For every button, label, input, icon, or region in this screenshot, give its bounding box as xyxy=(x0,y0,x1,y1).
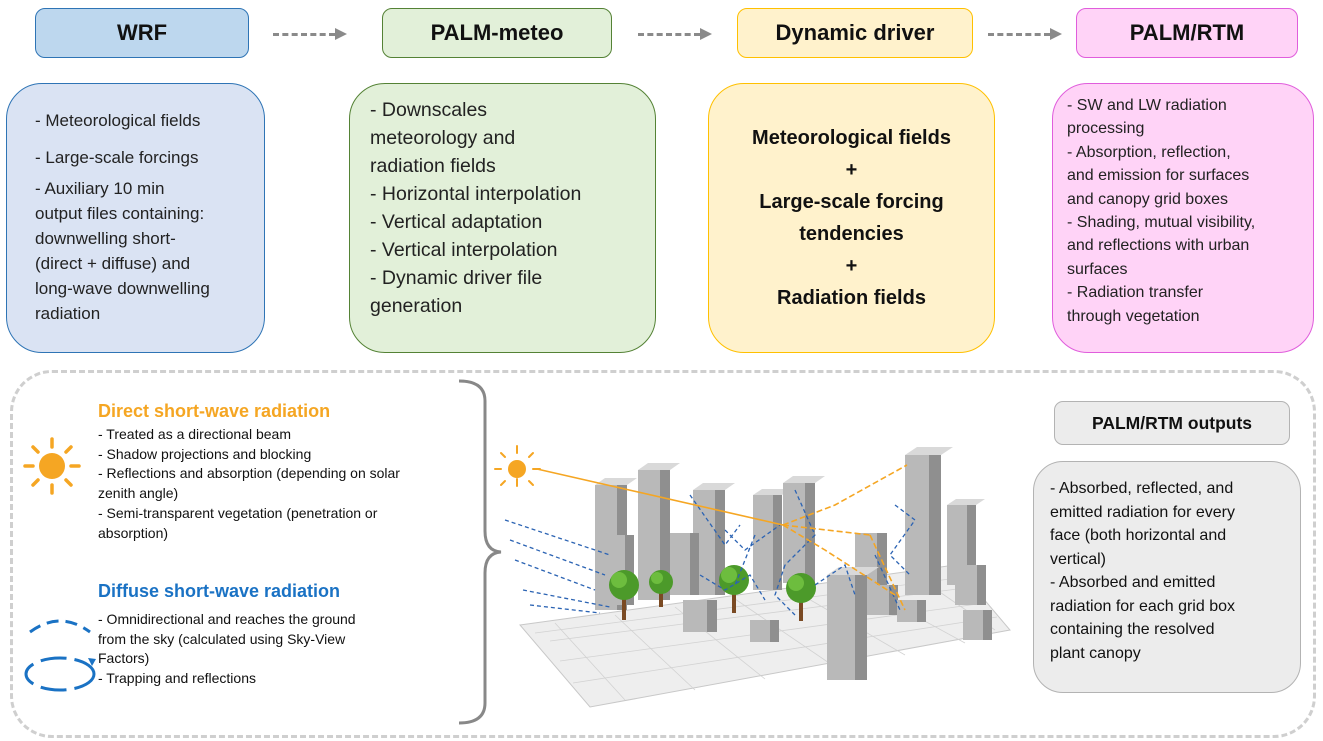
wrf-box: - Meteorological fields - Large-scale fo… xyxy=(6,83,265,353)
dashed-arrow-icon xyxy=(988,28,1062,40)
palm-meteo-box: - Downscales meteorology and radiation f… xyxy=(349,83,656,353)
diffuse-ray-lines xyxy=(504,489,916,616)
direct-sw-item: - Reflections and absorption (depending … xyxy=(98,465,400,482)
outputs-item: face (both horizontal and xyxy=(1050,527,1227,544)
wrf-item: - Auxiliary 10 min xyxy=(35,179,165,198)
dashed-arrow-icon xyxy=(273,28,347,40)
rtm-item: - Radiation transfer xyxy=(1067,284,1204,302)
meteo-item: - Vertical interpolation xyxy=(370,239,558,261)
wrf-item: output files containing: xyxy=(35,204,205,223)
diffuse-sw-item: from the sky (calculated using Sky-View xyxy=(98,630,346,647)
direct-sw-title: Direct short-wave radiation xyxy=(98,401,331,421)
outputs-item: emitted radiation for every xyxy=(1050,503,1235,521)
outputs-item: - Absorbed, reflected, and xyxy=(1050,480,1234,497)
dashed-arrow-icon xyxy=(638,28,712,40)
outputs-item: containing the resolved xyxy=(1050,621,1215,638)
radiation-panel xyxy=(10,370,1316,738)
driver-item: Meteorological fields xyxy=(752,127,951,149)
rtm-item: through vegetation xyxy=(1067,307,1200,325)
diffuse-sw-title: Diffuse short-wave radiation xyxy=(98,581,341,601)
diffuse-sw-item: Factors) xyxy=(98,650,150,667)
rtm-item: and reflections with urban xyxy=(1067,237,1250,255)
bracket-icon xyxy=(458,379,502,725)
building-blocks xyxy=(595,447,992,680)
rtm-item: and emission for surfaces xyxy=(1067,167,1250,185)
meteo-item: - Dynamic driver file xyxy=(370,267,543,289)
outputs-item: vertical) xyxy=(1050,550,1107,568)
palm-meteo-header: PALM-meteo xyxy=(382,8,612,58)
rtm-item: - Absorption, reflection, xyxy=(1067,143,1231,161)
diffuse-sw-list: - Omnidirectional and reaches the ground… xyxy=(98,610,356,689)
rtm-item: - Shading, mutual visibility, xyxy=(1067,214,1256,232)
meteo-item: - Downscales xyxy=(370,99,488,121)
wrf-item: radiation xyxy=(35,304,101,323)
driver-plus: + xyxy=(845,255,858,277)
direct-sw-item: - Shadow projections and blocking xyxy=(98,445,312,462)
palm-rtm-header: PALM/RTM xyxy=(1076,8,1298,58)
rtm-item: - SW and LW radiation xyxy=(1067,97,1227,114)
tree-icons xyxy=(609,565,816,621)
wrf-header: WRF xyxy=(35,8,249,58)
rtm-item: surfaces xyxy=(1067,260,1128,278)
urban-radiation-illustration xyxy=(494,445,1011,708)
direct-sw-item: - Semi-transparent vegetation (penetrati… xyxy=(98,504,378,521)
meteo-item: - Vertical adaptation xyxy=(370,211,543,233)
rtm-item: and canopy grid boxes xyxy=(1067,190,1228,208)
outputs-item: plant canopy xyxy=(1050,644,1141,662)
wrf-item: - Large-scale forcings xyxy=(35,148,199,167)
direct-sw-item: - Treated as a directional beam xyxy=(98,426,291,442)
outputs-item: - Absorbed and emitted xyxy=(1050,574,1216,591)
driver-item: tendencies xyxy=(799,223,904,245)
meteo-item: - Horizontal interpolation xyxy=(370,183,582,205)
driver-plus: + xyxy=(845,159,858,181)
dynamic-driver-header: Dynamic driver xyxy=(737,8,973,58)
diffuse-radiation-icon xyxy=(24,619,96,692)
meteo-item: meteorology and xyxy=(370,127,516,149)
direct-sw-item: absorption) xyxy=(98,524,169,541)
driver-item: Large-scale forcing xyxy=(759,191,944,213)
direct-sw-list: - Treated as a directional beam - Shadow… xyxy=(98,425,400,543)
outputs-item: radiation for each grid box xyxy=(1050,597,1235,615)
outputs-title: PALM/RTM outputs xyxy=(1054,401,1290,445)
meteo-item: generation xyxy=(370,295,463,317)
meteo-item: radiation fields xyxy=(370,155,496,177)
outputs-box: - Absorbed, reflected, and emitted radia… xyxy=(1033,461,1301,693)
driver-item: Radiation fields xyxy=(777,287,926,309)
dynamic-driver-box: Meteorological fields + Large-scale forc… xyxy=(708,83,995,353)
diffuse-sw-item: - Trapping and reflections xyxy=(98,670,256,687)
direct-ray-lines xyxy=(536,464,908,611)
wrf-item: downwelling short- xyxy=(35,229,176,248)
wrf-item: long-wave downwelling xyxy=(35,279,210,298)
sun-icon xyxy=(494,445,541,487)
palm-rtm-box: - SW and LW radiation processing - Absor… xyxy=(1052,83,1314,353)
wrf-item: - Meteorological fields xyxy=(35,111,201,130)
diffuse-sw-item: - Omnidirectional and reaches the ground xyxy=(98,611,356,627)
sun-icon xyxy=(23,437,81,495)
wrf-item: (direct + diffuse) and xyxy=(35,254,191,273)
direct-sw-item: zenith angle) xyxy=(98,485,179,502)
rtm-item: processing xyxy=(1067,120,1145,138)
